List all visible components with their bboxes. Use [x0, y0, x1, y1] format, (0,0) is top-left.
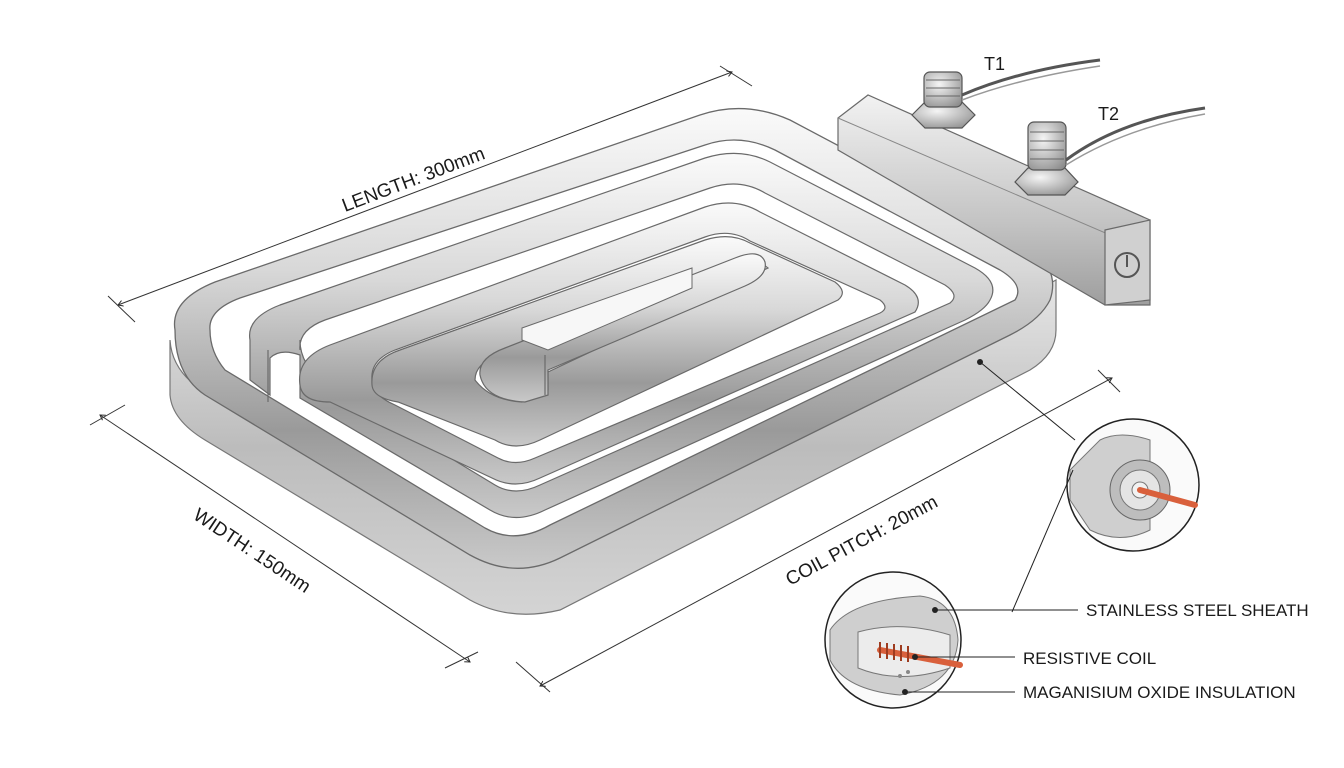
- detail-magnifier-end: [977, 359, 1200, 552]
- terminal-stud-t1: [911, 58, 1101, 129]
- terminal-label-t2: T2: [1098, 104, 1119, 124]
- callout-insulation-label: MAGANISIUM OXIDE INSULATION: [1023, 683, 1296, 702]
- heating-element: T1 T2: [169, 54, 1206, 615]
- callout-coil-label: RESISTIVE COIL: [1023, 649, 1156, 668]
- terminal-block: [837, 94, 1151, 306]
- terminal-stud-t2: [1014, 106, 1206, 196]
- power-symbol-icon: [1114, 252, 1140, 278]
- callout-sheath-label: STAINLESS STEEL SHEATH: [1086, 601, 1309, 620]
- dimension-width-label: WIDTH: 150mm: [189, 505, 314, 598]
- detail-magnifier-section: [824, 469, 1074, 709]
- dimension-coil-pitch-label: COIL PITCH: 20mm: [782, 492, 941, 591]
- terminal-label-t1: T1: [984, 54, 1005, 74]
